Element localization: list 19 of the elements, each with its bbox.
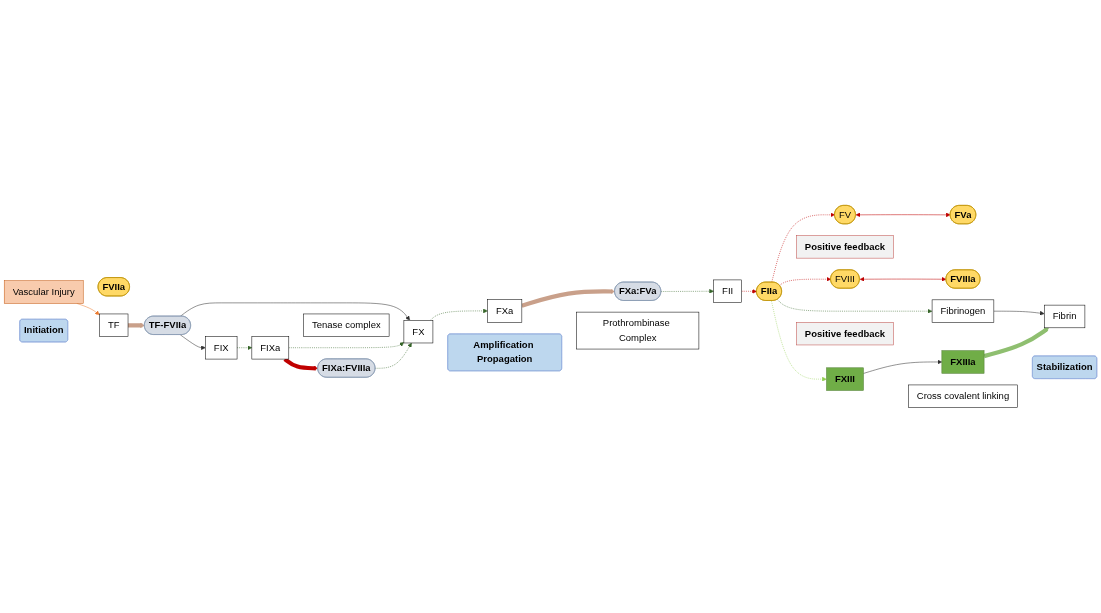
node-box: FXIIIa bbox=[941, 350, 985, 374]
node-box: FXIII bbox=[826, 367, 864, 391]
node-box: Fibrinogen bbox=[931, 299, 995, 323]
node-box: Positive feedback bbox=[796, 235, 894, 259]
arrow bbox=[521, 289, 615, 308]
node-box: Tenase complex bbox=[303, 313, 390, 337]
node-box: Positive feedback bbox=[796, 322, 894, 346]
node-box: TF bbox=[99, 313, 129, 337]
arrow bbox=[283, 357, 319, 371]
node-box: Cross covalent linking bbox=[908, 384, 1018, 408]
node-box: Fibrin bbox=[1044, 304, 1086, 329]
node-box: FXa bbox=[487, 299, 523, 323]
node-box: FX bbox=[403, 320, 434, 344]
node-box: Vascular Injury bbox=[3, 280, 84, 304]
node-box: FIX bbox=[205, 336, 238, 360]
arrow bbox=[983, 327, 1049, 359]
node-box: FII bbox=[713, 279, 742, 303]
node-box: FIXa bbox=[251, 336, 290, 360]
node-box: Prothrombinase Complex bbox=[576, 311, 700, 350]
